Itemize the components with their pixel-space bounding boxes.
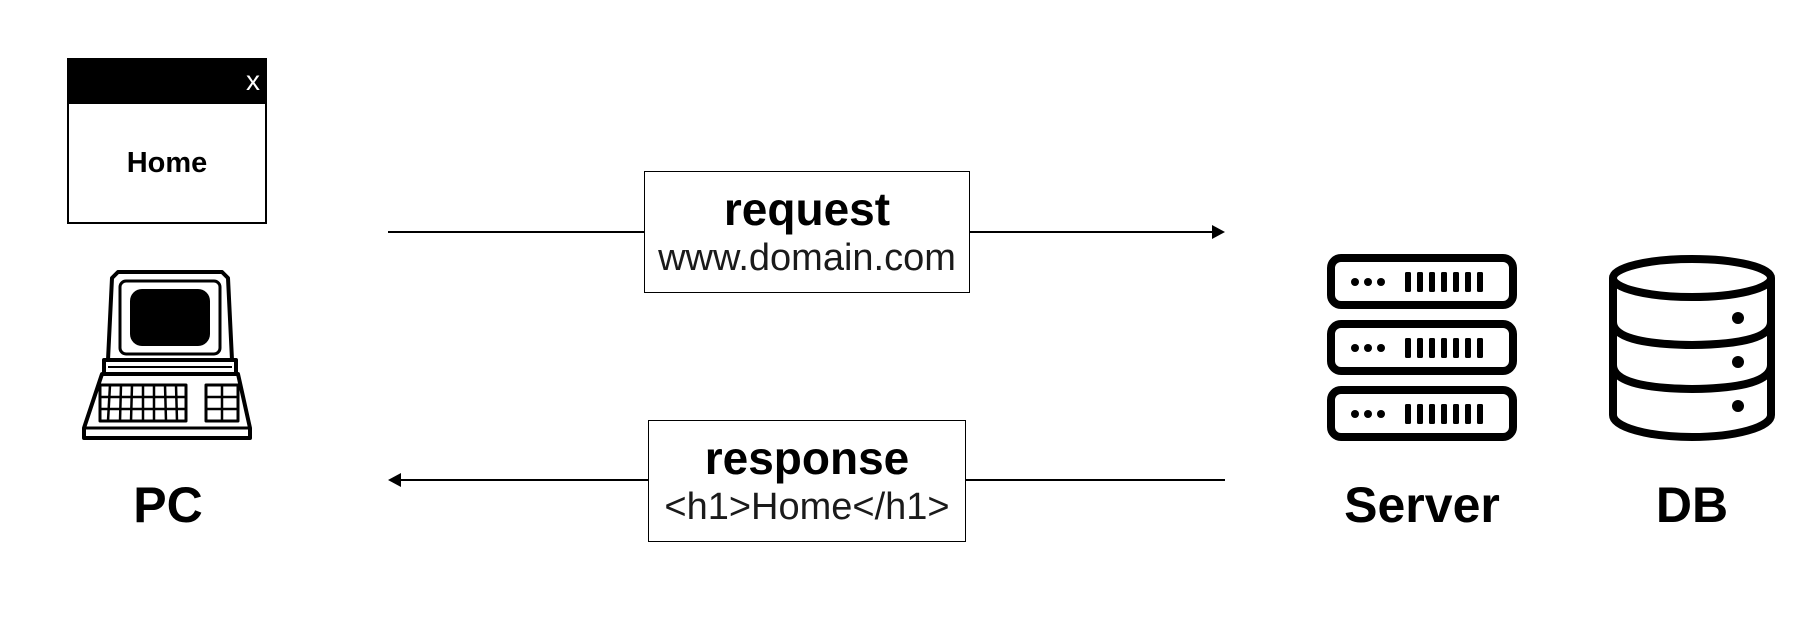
computer-terminal-icon [82, 270, 252, 440]
request-title: request [723, 183, 891, 235]
browser-window: x Home [67, 58, 267, 224]
server-rack-icon [1327, 254, 1517, 441]
close-icon[interactable]: x [246, 65, 260, 96]
window-content: Home [126, 146, 208, 179]
db-label: DB [1655, 477, 1729, 533]
database-icon [1609, 255, 1775, 441]
response-box: response <h1>Home</h1> [648, 420, 966, 542]
server-unit [1327, 320, 1517, 375]
pc-label: PC [133, 477, 203, 533]
window-title-bar: x [69, 60, 265, 104]
response-body: <h1>Home</h1> [664, 486, 950, 528]
response-title: response [704, 432, 910, 484]
server-unit [1327, 254, 1517, 309]
server-unit [1327, 386, 1517, 441]
request-box: request www.domain.com [644, 171, 970, 293]
request-url: www.domain.com [658, 237, 956, 279]
server-label: Server [1344, 477, 1500, 533]
